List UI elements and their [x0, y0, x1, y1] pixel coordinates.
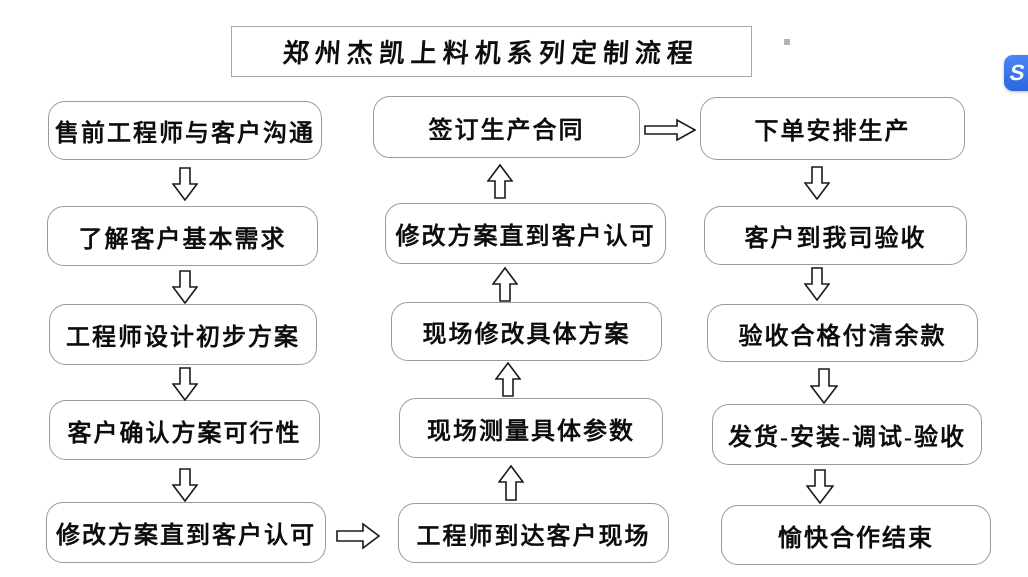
right-arrow-icon	[644, 118, 696, 142]
step-label: 下单安排生产	[754, 119, 911, 145]
step-label: 客户确认方案可行性	[67, 420, 302, 447]
step-right-3: 验收合格付清余款	[707, 304, 978, 362]
down-arrow-icon	[804, 267, 830, 301]
step-label: 现场测量具体参数	[427, 418, 635, 445]
step-label: 愉快合作结束	[778, 525, 934, 552]
step-right-1: 下单安排生产	[700, 97, 965, 160]
up-arrow-icon	[495, 361, 521, 397]
right-arrow-icon	[336, 521, 380, 551]
step-label: 现场修改具体方案	[422, 322, 631, 348]
down-arrow-icon	[806, 469, 834, 504]
up-arrow-icon	[487, 163, 513, 199]
step-label: 售前工程师与客户沟通	[55, 121, 315, 147]
flowchart-title-box: 郑州杰凯上料机系列定制流程	[231, 26, 752, 77]
step-label: 验收合格付清余款	[738, 323, 947, 350]
floating-app-badge[interactable]: S	[1004, 55, 1028, 91]
step-label: 签订生产合同	[428, 117, 585, 144]
up-arrow-icon	[492, 266, 518, 302]
step-middle-4: 修改方案直到客户认可	[385, 203, 666, 264]
step-right-4: 发货-安装-调试-验收	[712, 404, 982, 465]
down-arrow-icon	[172, 167, 198, 201]
step-label: 工程师到达客户现场	[416, 523, 651, 550]
down-arrow-icon	[172, 367, 198, 401]
app-badge-icon: S	[1007, 60, 1027, 85]
down-arrow-icon	[804, 166, 830, 200]
down-arrow-icon	[810, 368, 838, 404]
step-middle-1: 工程师到达客户现场	[398, 503, 669, 563]
up-arrow-icon	[498, 464, 524, 501]
down-arrow-icon	[172, 468, 198, 502]
step-right-2: 客户到我司验收	[704, 206, 967, 265]
selection-handle-dot	[784, 39, 790, 45]
step-left-5: 修改方案直到客户认可	[46, 502, 326, 563]
step-label: 客户到我司验收	[744, 226, 927, 252]
step-left-2: 了解客户基本需求	[47, 206, 318, 266]
step-left-4: 客户确认方案可行性	[49, 400, 320, 460]
step-label: 了解客户基本需求	[78, 226, 287, 253]
step-label: 修改方案直到客户认可	[395, 224, 656, 250]
step-label: 发货-安装-调试-验收	[728, 425, 966, 451]
step-right-5: 愉快合作结束	[721, 505, 991, 565]
step-left-3: 工程师设计初步方案	[49, 304, 317, 365]
step-middle-5: 签订生产合同	[373, 96, 640, 158]
step-label: 工程师设计初步方案	[66, 325, 300, 351]
step-left-1: 售前工程师与客户沟通	[48, 101, 322, 160]
page-title: 郑州杰凯上料机系列定制流程	[282, 39, 701, 68]
step-middle-2: 现场测量具体参数	[399, 398, 663, 458]
down-arrow-icon	[172, 270, 198, 304]
step-middle-3: 现场修改具体方案	[391, 302, 662, 361]
step-label: 修改方案直到客户认可	[56, 523, 316, 549]
